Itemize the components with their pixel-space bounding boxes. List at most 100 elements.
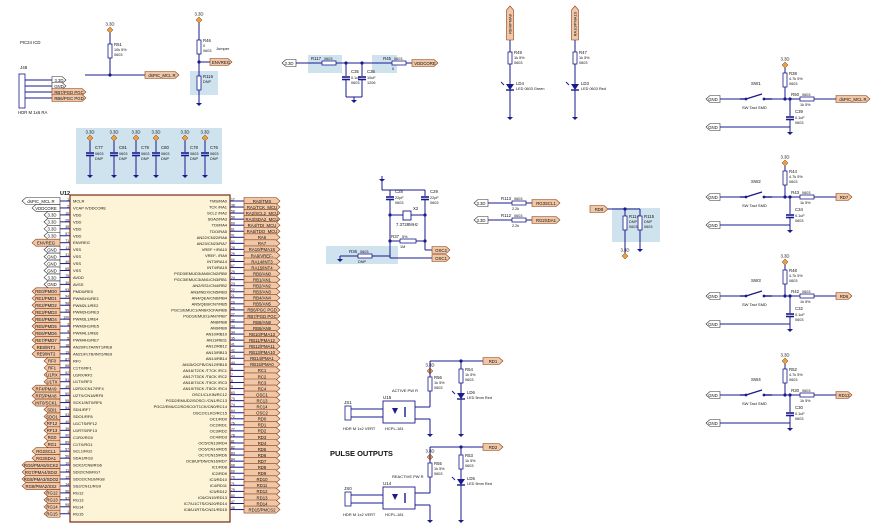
tact-switch[interactable] [740,93,772,101]
vertical-net-label[interactable]: RB4/PMA8 [506,5,514,41]
rg3scl1-net-label[interactable]: RG3SCL1 [531,199,561,207]
header-connector[interactable] [344,491,352,507]
mcu-left-net-label[interactable]: RF5/PMA8 [31,391,61,400]
gnd-net-label[interactable]: GND [705,221,721,229]
tact-switch[interactable] [740,389,772,397]
mcu-left-net-label[interactable]: 3.3D [43,225,61,233]
j48-pin-net[interactable]: RB6/PGC PGD [51,94,87,102]
mcu-left-net-label[interactable]: 3.3D [43,273,61,282]
mcu-left-net-label[interactable]: RG15 [43,509,61,518]
mclr-net-label[interactable]: dsPIC_MCL R [144,71,180,79]
mcu-left-net-label[interactable]: RF0 [43,357,61,365]
mcu-left-net-label[interactable]: 3.3D [43,211,61,219]
envreg-net-label[interactable]: ENVREG [209,58,233,66]
mcu-left-net-label[interactable]: SDI1 [43,405,61,414]
pulse-net-label[interactable]: RD1 [482,357,504,365]
tact-switch[interactable] [740,191,772,199]
rg2sda1-net-label[interactable]: RG2SDA1 [531,216,561,224]
gnd-net-label[interactable]: GND [705,391,721,399]
mcu-left-net-label[interactable]: RF1 [43,363,61,372]
rd8-net-label[interactable]: RD8 [589,205,609,213]
power-net-label[interactable]: 3.3D [473,199,489,207]
osc1-net-label[interactable]: OSC1 [431,254,451,262]
mcu-left-net-label[interactable]: RF12 [43,419,61,428]
mcu-right-net-label[interactable]: RD15/PMCS2 [243,505,281,514]
mcu-left-net-label[interactable]: GND [43,280,61,289]
gnd-net-label[interactable]: GND [705,292,721,300]
mcu-left-net-label[interactable]: SDO1 [43,412,61,421]
osc2-net-label[interactable]: OSC2 [431,246,451,254]
mcu-left-net-label[interactable]: U1RX [43,370,61,379]
mcu-left-net-label[interactable]: RE5/PMD5 [31,322,61,330]
mcu-left-net-label[interactable]: RE8/INT1 [31,343,61,351]
gnd-net-label[interactable]: GND [705,95,721,103]
mcu-left-net-label[interactable]: 3.3D [43,231,61,240]
mcu-left-net-label[interactable]: RE9/INT2 [31,350,61,358]
mcu-left-net-label[interactable]: 3.3D [43,218,61,226]
mcu-left-net-label[interactable]: RG7/PMA4/SDI2 [21,468,61,476]
mcu-left-net-label[interactable]: RG14 [43,502,61,511]
power-net-label[interactable]: 3.3D [473,216,489,224]
mcu-left-net-label[interactable]: RG3SDA1 [31,454,61,462]
mcu-left-net-label[interactable]: GND [43,245,61,254]
vddcore-net-label[interactable]: VDDCORE [411,59,439,67]
mcu-left-net-label[interactable]: GND [43,252,61,261]
mcu-left-net-label[interactable]: GND [43,266,61,275]
switch-net-label[interactable]: RD7 [835,193,853,201]
mcu-left-net-label[interactable]: RE7/PMD7 [31,336,61,344]
j48-connector[interactable] [18,73,26,109]
switch-net-label[interactable]: RD6 [835,292,853,300]
mcu-left-net-label[interactable]: RE6/PMD6 [31,329,61,337]
mcu-left-net-label[interactable]: RF4/PMA9 [31,384,61,393]
gnd-net-label[interactable]: GND [705,193,721,201]
mcu-left-net-label[interactable]: RE1/PMD1 [31,294,61,303]
mcu-left-net-label[interactable]: U1TX [43,377,61,386]
mcu-left-net-label[interactable]: RF13 [43,426,61,435]
crystal-x2[interactable] [402,210,412,221]
mcu-left-net-label[interactable]: INT0/SCK1 [31,398,61,407]
optocoupler[interactable] [382,400,416,424]
mcu-left-net-label[interactable]: RE4/PMD4 [31,315,61,323]
mcu-left-net-label[interactable]: RG12 [43,489,61,497]
mcu-left-net-label[interactable]: RG1 [43,440,61,449]
power-net-label[interactable]: 3.3D [281,59,297,67]
mcu-left-net-label[interactable]: RG2SCL1 [31,447,61,456]
tact-switch[interactable] [740,290,772,298]
mcu-left-net-label[interactable]: GND [43,259,61,268]
switch-net-label[interactable]: dsPIC_MCL R [835,95,871,103]
mcu-left-net-label[interactable]: RE2/PMD2 [31,301,61,310]
pulse-net-label[interactable]: RD2 [482,443,504,451]
mcu-left-net-label[interactable]: dsPIC_MCL R [21,197,61,205]
gnd-net-label[interactable]: GND [705,123,721,131]
mcu-left-net-label[interactable]: RE3/PMD3 [31,308,61,317]
mcu-left-net-label[interactable]: ENVREG [31,238,61,247]
gnd-net-label[interactable]: GND [705,419,721,427]
